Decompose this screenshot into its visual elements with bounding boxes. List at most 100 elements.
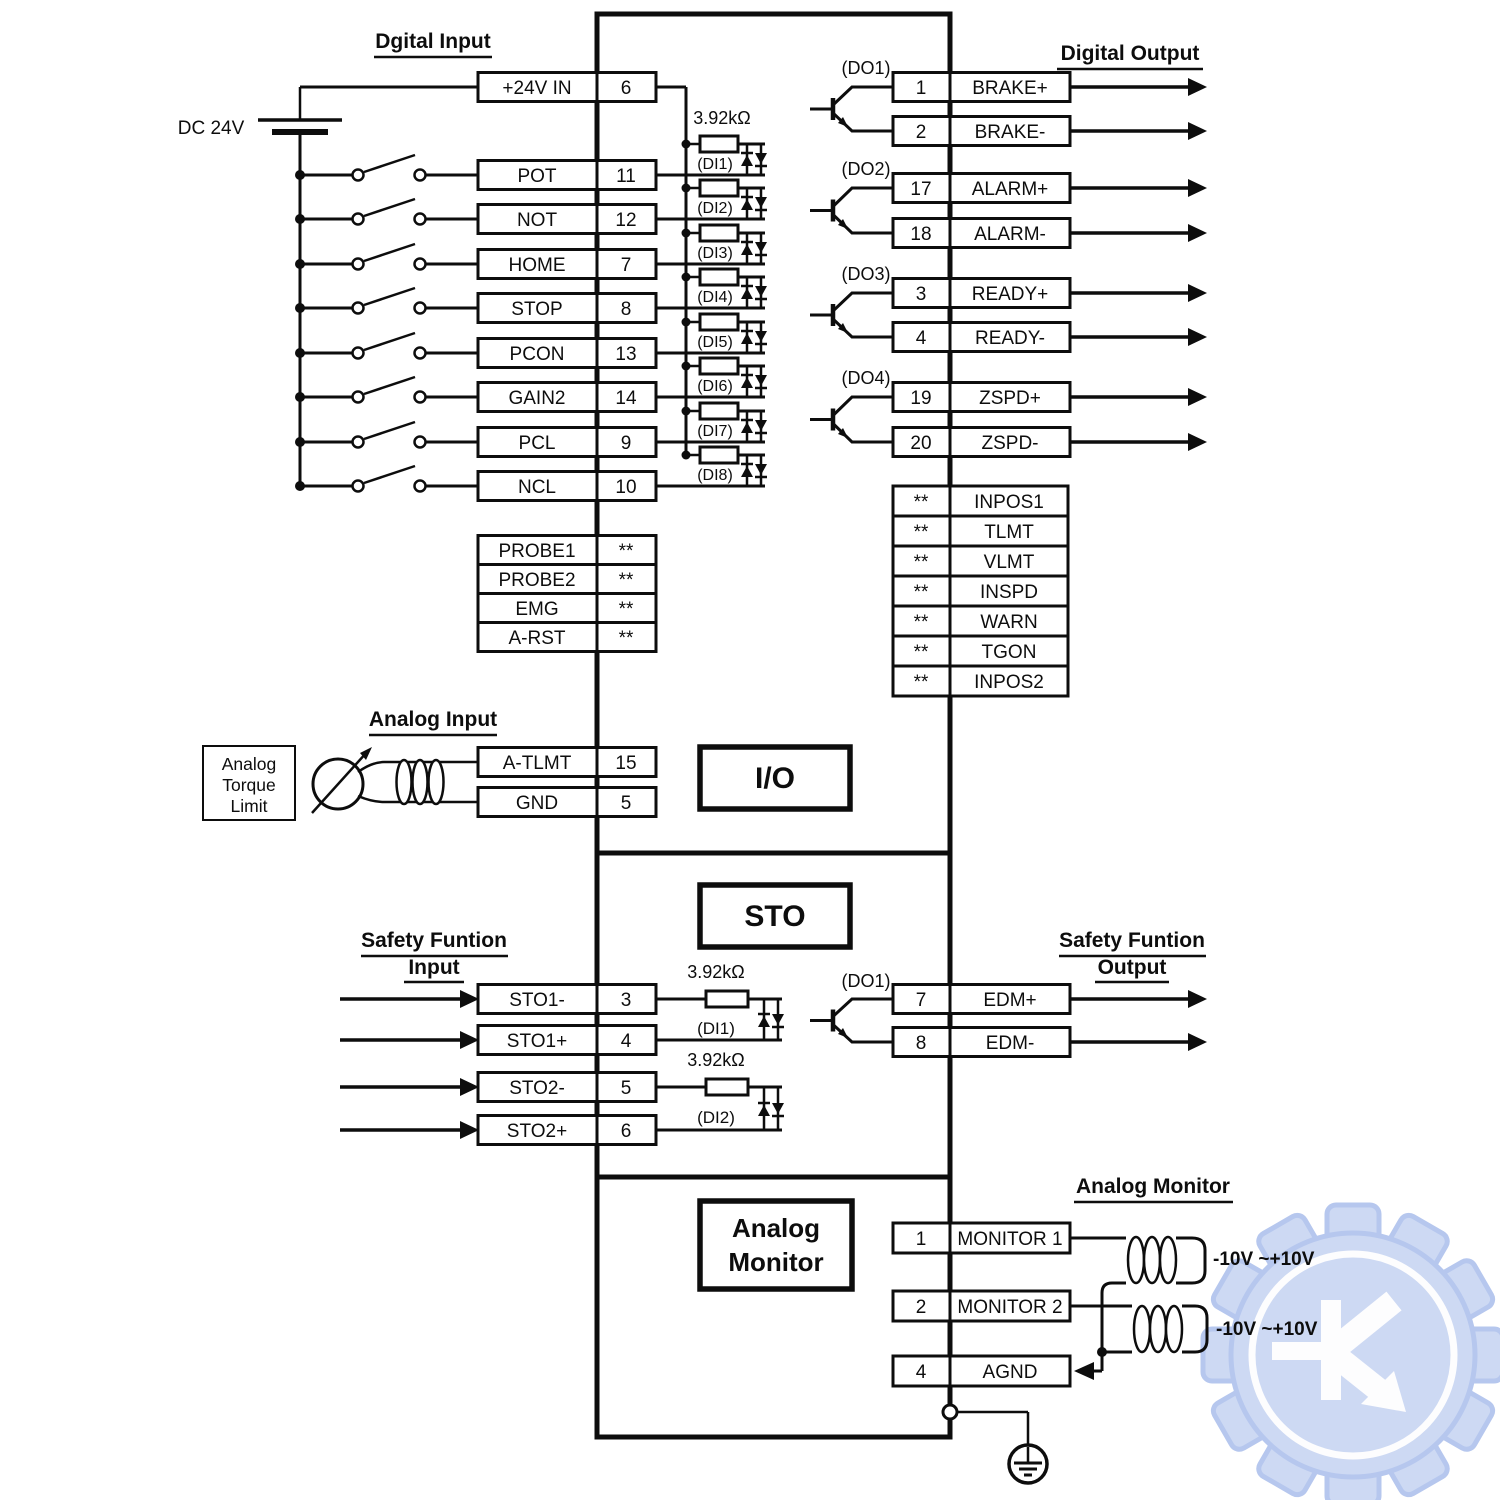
- switch-pot: [295, 153, 478, 182]
- switch-gain2: [295, 375, 478, 404]
- pin-label: NOT: [517, 210, 558, 231]
- pin-label-box: [948, 115, 1072, 147]
- switch-stop: [295, 286, 478, 315]
- watermark-k-arrow: [1272, 1291, 1406, 1412]
- pin-label: ALARM+: [972, 179, 1049, 200]
- pin-number: 5: [621, 793, 632, 814]
- safety-input-section: Safety Funtion Input STO1-3 STO1+4 STO2-…: [340, 929, 784, 1146]
- pin-number-box: [891, 321, 952, 353]
- pin-number-box: [595, 292, 658, 324]
- pin-label-box: [948, 1354, 1072, 1388]
- monitor1-cable-icon: -10V ~+10V: [1070, 1235, 1315, 1352]
- pin-label: GND: [516, 793, 558, 814]
- resistor-icon: [698, 178, 740, 198]
- output-arrow: [1188, 78, 1207, 96]
- safety-output-heading-1: Safety Funtion: [1059, 929, 1205, 952]
- pin-label: A-RST: [509, 628, 566, 649]
- safety-input-pin-rows: STO1-3 STO1+4 STO2-5 STO2+6: [476, 983, 658, 1146]
- di-channel-label: (DI6): [697, 378, 733, 395]
- pin-label-box: [948, 172, 1072, 204]
- pin-number: 2: [916, 122, 927, 143]
- optocoupler-di4: (DI4): [656, 267, 767, 310]
- transistor-icon: [810, 291, 893, 339]
- pin-number: 7: [916, 990, 927, 1011]
- resistor-icon: [698, 134, 740, 154]
- pin-label-box: [948, 71, 1072, 103]
- optocoupler-di8: (DI8): [656, 445, 767, 488]
- transistor-icon: [810, 395, 893, 444]
- pin-label-box: [476, 621, 599, 653]
- diode-icon: [755, 197, 767, 208]
- pin-label: ZSPD+: [979, 388, 1041, 409]
- pin-number-box: [595, 71, 658, 103]
- shielded-cable-icon: [357, 758, 478, 806]
- pin-label: TLMT: [984, 522, 1034, 543]
- atl-line: Limit: [231, 796, 268, 816]
- pin-number: 20: [910, 433, 931, 454]
- pin-label: STO2+: [507, 1121, 567, 1142]
- pin-label: STO2-: [509, 1078, 565, 1099]
- transistor-icon: [810, 85, 893, 133]
- diode-icon: [755, 331, 767, 342]
- diode-icon: [772, 1103, 784, 1114]
- safety-input-heading-2: Input: [408, 956, 459, 979]
- pin-number: 18: [910, 224, 931, 245]
- di-channel-label: (DI7): [697, 423, 733, 440]
- resistor-value-label: 3.92kΩ: [693, 108, 751, 128]
- diode-icon: [741, 199, 753, 210]
- do-channel-label: (DO4): [842, 368, 891, 388]
- connector-body: [594, 11, 953, 1440]
- optocoupler-di3: (DI3): [656, 223, 767, 266]
- pin-number: **: [914, 492, 929, 513]
- pin-label-box: [948, 544, 1070, 578]
- pin-label: STOP: [511, 299, 562, 320]
- pin-row: GND 5: [476, 786, 658, 818]
- atl-line: Analog: [222, 754, 277, 774]
- pin-number: **: [619, 599, 634, 620]
- pin-number: **: [914, 612, 929, 633]
- di-channel-label: (DI1): [697, 156, 733, 173]
- pin-label: READY+: [972, 284, 1049, 305]
- pin-number-box: [595, 621, 658, 653]
- pin-number-box: [891, 664, 952, 698]
- output-arrow: [1188, 284, 1207, 302]
- battery-label: DC 24V: [178, 118, 245, 139]
- optocoupler-di7: (DI7): [656, 401, 767, 444]
- diode-icon: [741, 155, 753, 166]
- resistor-value-label: 3.92kΩ: [687, 1050, 745, 1070]
- pin-label-box: [476, 563, 599, 595]
- pin-row: STO1+4: [476, 1024, 658, 1056]
- pin-number-box: [595, 426, 658, 458]
- ground-node: [941, 1403, 959, 1421]
- switch-home: [295, 242, 478, 271]
- pin-label-box: [476, 203, 599, 235]
- output-arrow: [1188, 433, 1207, 451]
- pin-number: 4: [621, 1031, 632, 1052]
- pin-label: VLMT: [984, 552, 1035, 573]
- pin-number-box: [595, 1024, 658, 1056]
- pin-number: 15: [615, 753, 636, 774]
- battery-icon: DC 24V: [178, 87, 342, 139]
- digital-input-section: Dgital Input DC 24V 3.92k: [178, 30, 767, 653]
- pin-number: **: [914, 672, 929, 693]
- pin-number: 4: [916, 1362, 927, 1383]
- pin-label: GAIN2: [508, 388, 565, 409]
- output-arrow: [1188, 179, 1207, 197]
- pin-row: **INPOS1: [891, 484, 1070, 518]
- pin-number: 19: [910, 388, 931, 409]
- switch-pcon: [295, 331, 478, 360]
- diode-icon: [741, 333, 753, 344]
- diode-icon: [741, 466, 753, 477]
- pin-row: 19 ZSPD+: [891, 381, 1207, 413]
- diode-icon: [755, 464, 767, 475]
